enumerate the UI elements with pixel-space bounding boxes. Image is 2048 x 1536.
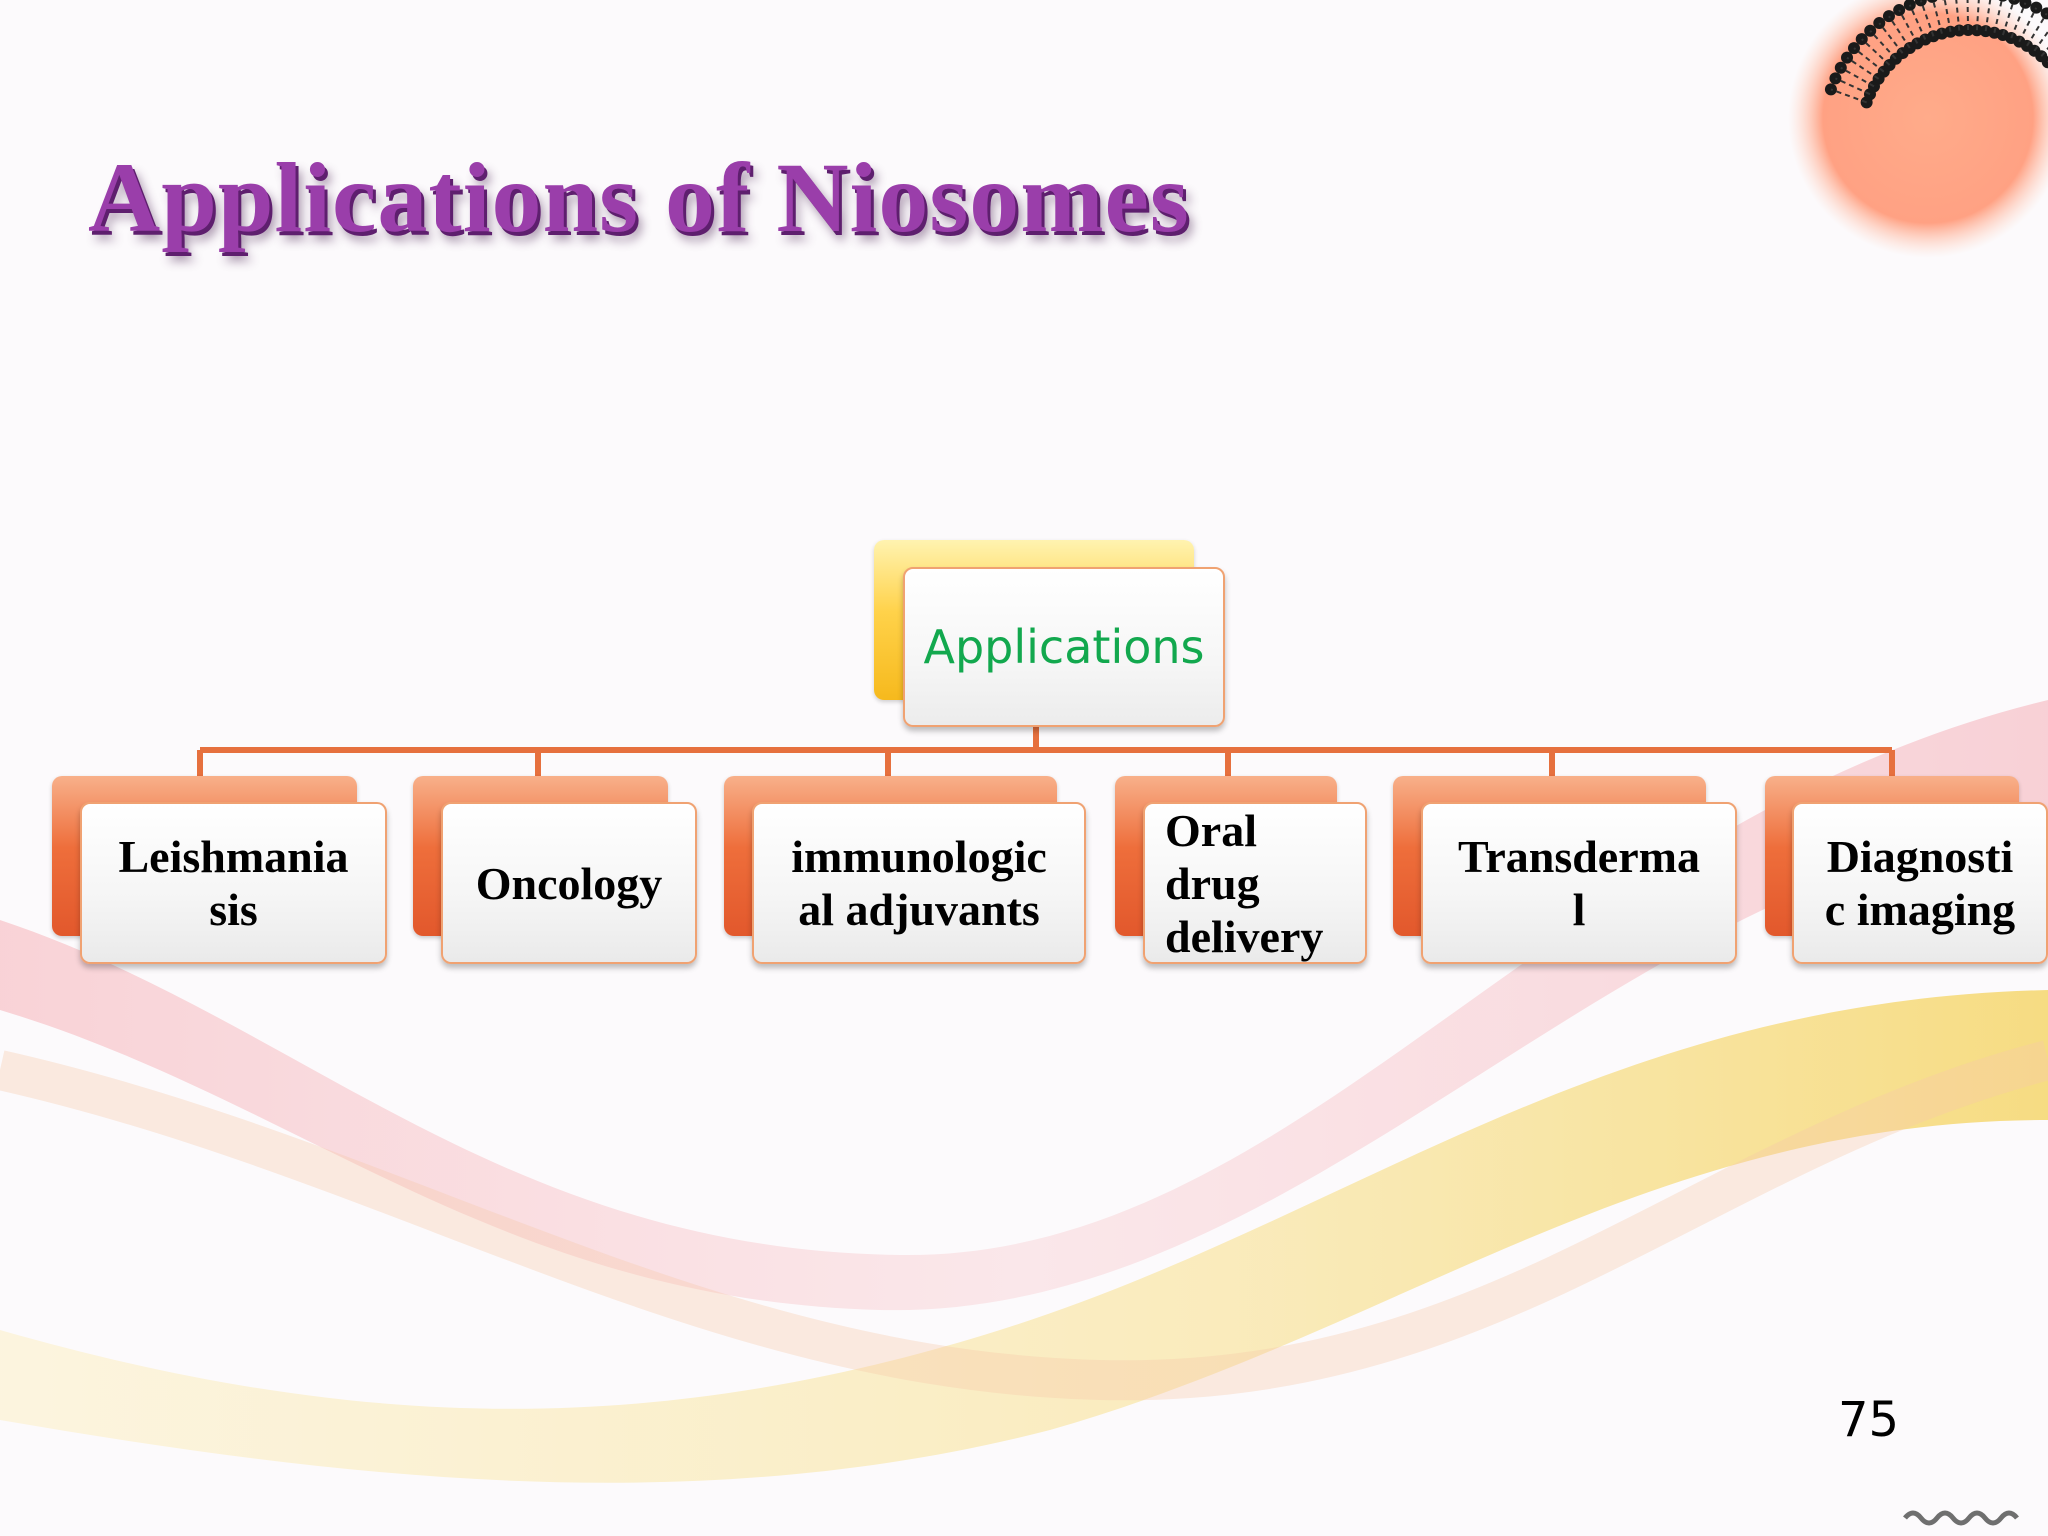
lipid-tail xyxy=(1908,4,1927,40)
child-node-label: Leishmania sis xyxy=(118,831,349,935)
child-node-label: Transderma l xyxy=(1458,831,1700,935)
lipid-tail xyxy=(1861,38,1891,66)
corner-logo xyxy=(1903,1510,2019,1526)
lipid-tail xyxy=(1840,66,1875,88)
lipid-tail xyxy=(1888,15,1911,49)
child-node-label: Oral drug delivery xyxy=(1165,804,1324,962)
lipid-tail xyxy=(2026,12,2048,47)
faint-wave xyxy=(0,1040,2048,1401)
lipid-head xyxy=(2041,56,2048,69)
slide-title: Applications of Niosomes xyxy=(88,142,1190,253)
child-node-label: immunologic al adjuvants xyxy=(791,831,1047,935)
lipid-tail xyxy=(1955,0,1961,31)
yellow-wave xyxy=(0,990,2048,1483)
root-node: Applications xyxy=(903,567,1225,727)
child-node: Diagnosti c imaging xyxy=(1792,802,2048,964)
child-node: Oral drug delivery xyxy=(1143,802,1367,964)
lipid-tail xyxy=(1869,30,1897,60)
lipid-tail xyxy=(1846,56,1880,80)
child-node-label: Diagnosti c imaging xyxy=(1824,831,2016,935)
child-node: Leishmania sis xyxy=(80,802,387,964)
vesicle-logo-icon xyxy=(1788,0,2048,258)
lipid-head xyxy=(1893,4,1906,17)
lipid-tail xyxy=(1975,0,1980,31)
lipid-tail xyxy=(1993,0,2003,33)
lipid-head xyxy=(1882,10,1895,23)
root-node-label: Applications xyxy=(923,620,1205,674)
lipid-tail xyxy=(1830,88,1867,104)
lipid-head xyxy=(1927,0,1938,3)
child-node-label: Oncology xyxy=(475,857,663,909)
lipid-tail xyxy=(1931,0,1943,34)
lipid-tail xyxy=(2018,7,2038,43)
child-node: Transderma l xyxy=(1421,802,1737,964)
lipid-tail xyxy=(1878,22,1904,54)
lipid-tail xyxy=(1835,77,1871,96)
lipid-tail xyxy=(1919,0,1935,37)
lipid-tail xyxy=(2033,30,2048,52)
lipid-tail xyxy=(1853,47,1885,73)
lipid-head xyxy=(2040,7,2048,20)
lipid-tail xyxy=(2001,0,2015,36)
lipid-tail xyxy=(1984,0,1992,32)
lipid-tail xyxy=(1943,0,1952,32)
lipid-head xyxy=(2008,0,2021,5)
lipid-tail xyxy=(1898,9,1919,44)
lipid-tail xyxy=(2010,2,2027,39)
child-node: immunologic al adjuvants xyxy=(752,802,1086,964)
lipid-head xyxy=(1914,0,1927,7)
lipid-head xyxy=(1998,0,2007,2)
lipid-tail xyxy=(1966,0,1970,31)
child-node: Oncology xyxy=(441,802,697,964)
page-number: 75 xyxy=(1838,1392,1900,1448)
